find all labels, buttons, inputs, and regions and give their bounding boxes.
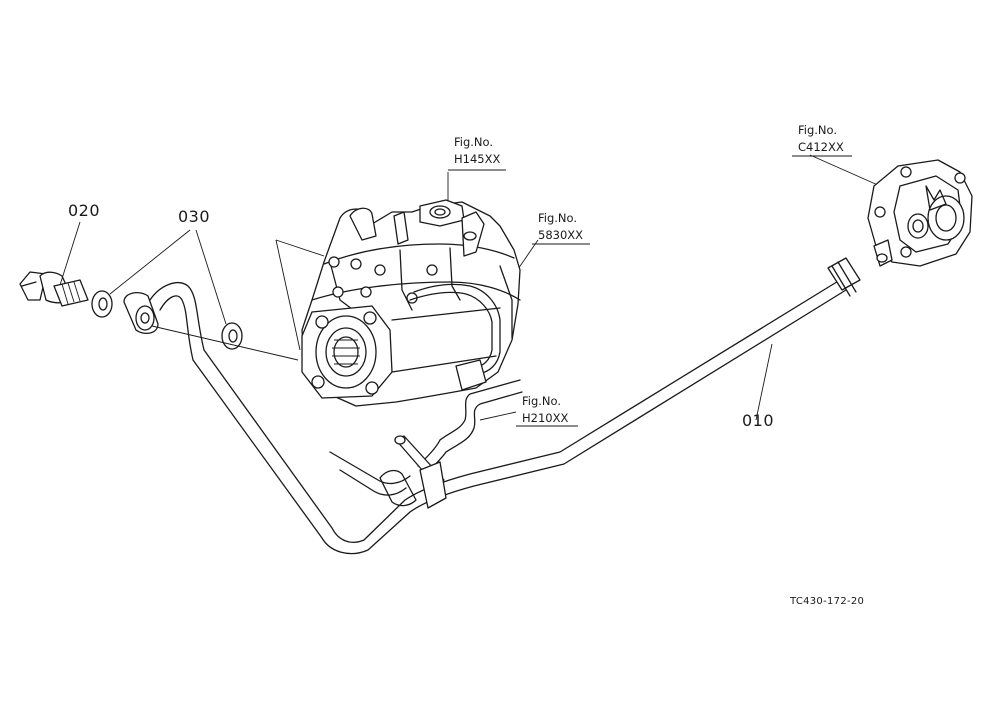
banjo-bolt-020[interactable] [19,271,89,307]
pipe-clamp [379,435,447,509]
hydraulic-pump [301,199,521,407]
valve-c412 [867,159,973,267]
fig-ref-title: Fig.No. [522,394,561,408]
pipe-end-fitting [827,257,861,297]
drawing-code: TC430-172-20 [789,596,864,607]
fig-ref-code: H210XX [522,411,568,425]
figure-ref-c412[interactable]: Fig.No. C412XX [792,123,852,157]
washer-030-left[interactable] [91,290,113,318]
leader-lines [59,154,881,421]
fig-ref-code: H145XX [454,152,500,166]
part-number-030: 030 [178,207,210,226]
fig-ref-title: Fig.No. [538,211,577,225]
part-number-020: 020 [68,201,100,220]
fig-ref-code: 5830XX [538,228,583,242]
figure-ref-h210[interactable]: Fig.No. H210XX [516,394,578,427]
figure-ref-5830[interactable]: Fig.No. 5830XX [532,211,590,245]
banjo-eye [123,291,159,335]
fig-ref-code: C412XX [798,140,844,154]
figure-ref-h145[interactable]: Fig.No. H145XX [448,135,506,171]
part-number-010: 010 [742,411,774,430]
fig-ref-title: Fig.No. [798,123,837,137]
washer-030-right[interactable] [221,322,243,350]
fig-ref-title: Fig.No. [454,135,493,149]
